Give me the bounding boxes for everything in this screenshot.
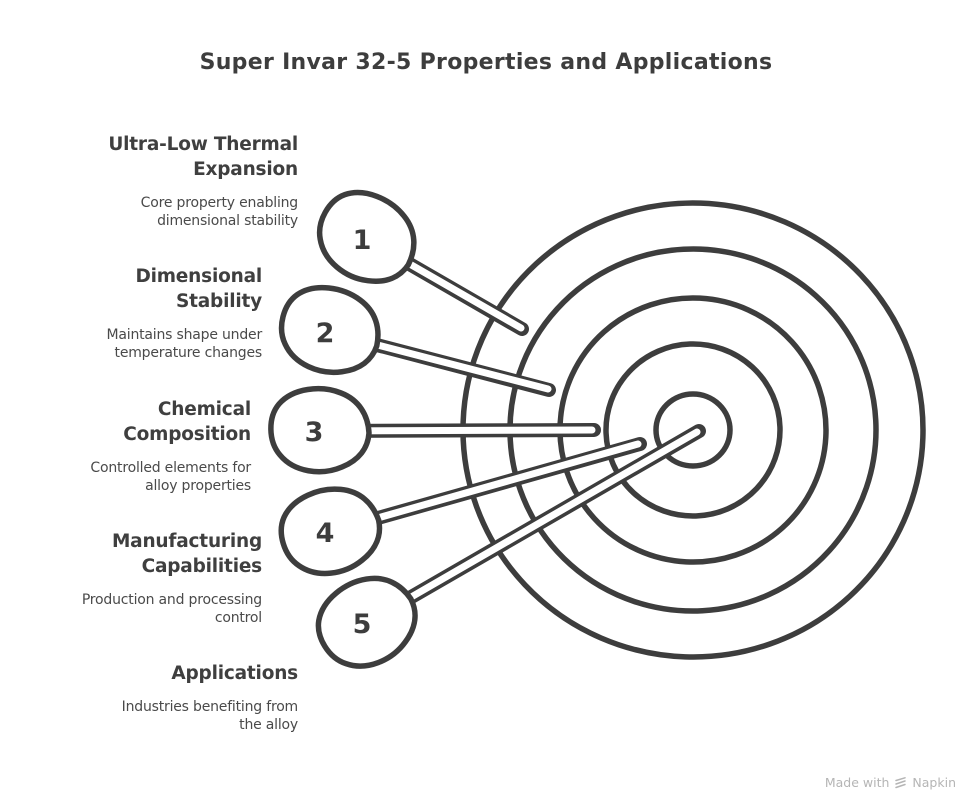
dart-needle-4 xyxy=(328,440,642,535)
diagram-title: Super Invar 32-5 Properties and Applicat… xyxy=(199,50,773,75)
dart-number-1: 1 xyxy=(353,225,372,256)
item-label-5: Applications Industries benefiting from … xyxy=(121,661,299,734)
napkin-logo-icon xyxy=(895,776,907,788)
item-label-4: Manufacturing Capabilities Production an… xyxy=(82,529,262,627)
item-description-1: Core property enabling dimensional stabi… xyxy=(140,195,299,229)
dart-needle-5 xyxy=(364,428,701,626)
napkin-credit: Made with Napkin xyxy=(825,775,956,790)
dart-heads: 1 2 3 4 5 xyxy=(268,189,418,669)
dart-head-3 xyxy=(268,385,372,475)
item-description-2: Maintains shape under temperature change… xyxy=(106,327,263,361)
dart-number-3: 3 xyxy=(305,417,324,448)
made-with-text: Made with xyxy=(824,775,890,790)
item-label-3: Chemical Composition Controlled elements… xyxy=(90,397,251,495)
target-ring-2 xyxy=(507,246,879,614)
item-heading-2: Dimensional Stability xyxy=(135,266,262,312)
target-ring-3 xyxy=(557,295,829,565)
item-label-2: Dimensional Stability Maintains shape un… xyxy=(107,264,263,362)
item-description-4: Production and processing control xyxy=(81,592,262,626)
target-ring-bullseye xyxy=(653,391,733,469)
dart-head-1 xyxy=(316,189,417,284)
item-heading-3: Chemical Composition xyxy=(123,399,251,445)
dart-head-4 xyxy=(278,486,383,577)
item-description-5: Industries benefiting from the alloy xyxy=(121,699,299,733)
item-heading-5: Applications xyxy=(171,663,298,684)
item-label-1: Ultra-Low Thermal Expansion Core propert… xyxy=(108,132,298,230)
dart-head-5 xyxy=(315,575,418,669)
target-rings xyxy=(460,200,926,660)
item-description-3: Controlled elements for alloy properties xyxy=(90,460,251,494)
dart-number-2: 2 xyxy=(316,318,335,349)
item-heading-4: Manufacturing Capabilities xyxy=(111,531,262,577)
target-ring-outer xyxy=(460,200,926,660)
dart-number-4: 4 xyxy=(316,518,335,549)
item-heading-1: Ultra-Low Thermal Expansion xyxy=(108,134,298,180)
dart-head-2 xyxy=(278,284,381,376)
target-ring-4 xyxy=(603,341,783,519)
brand-text: Napkin xyxy=(912,775,956,790)
dart-number-5: 5 xyxy=(353,609,372,640)
